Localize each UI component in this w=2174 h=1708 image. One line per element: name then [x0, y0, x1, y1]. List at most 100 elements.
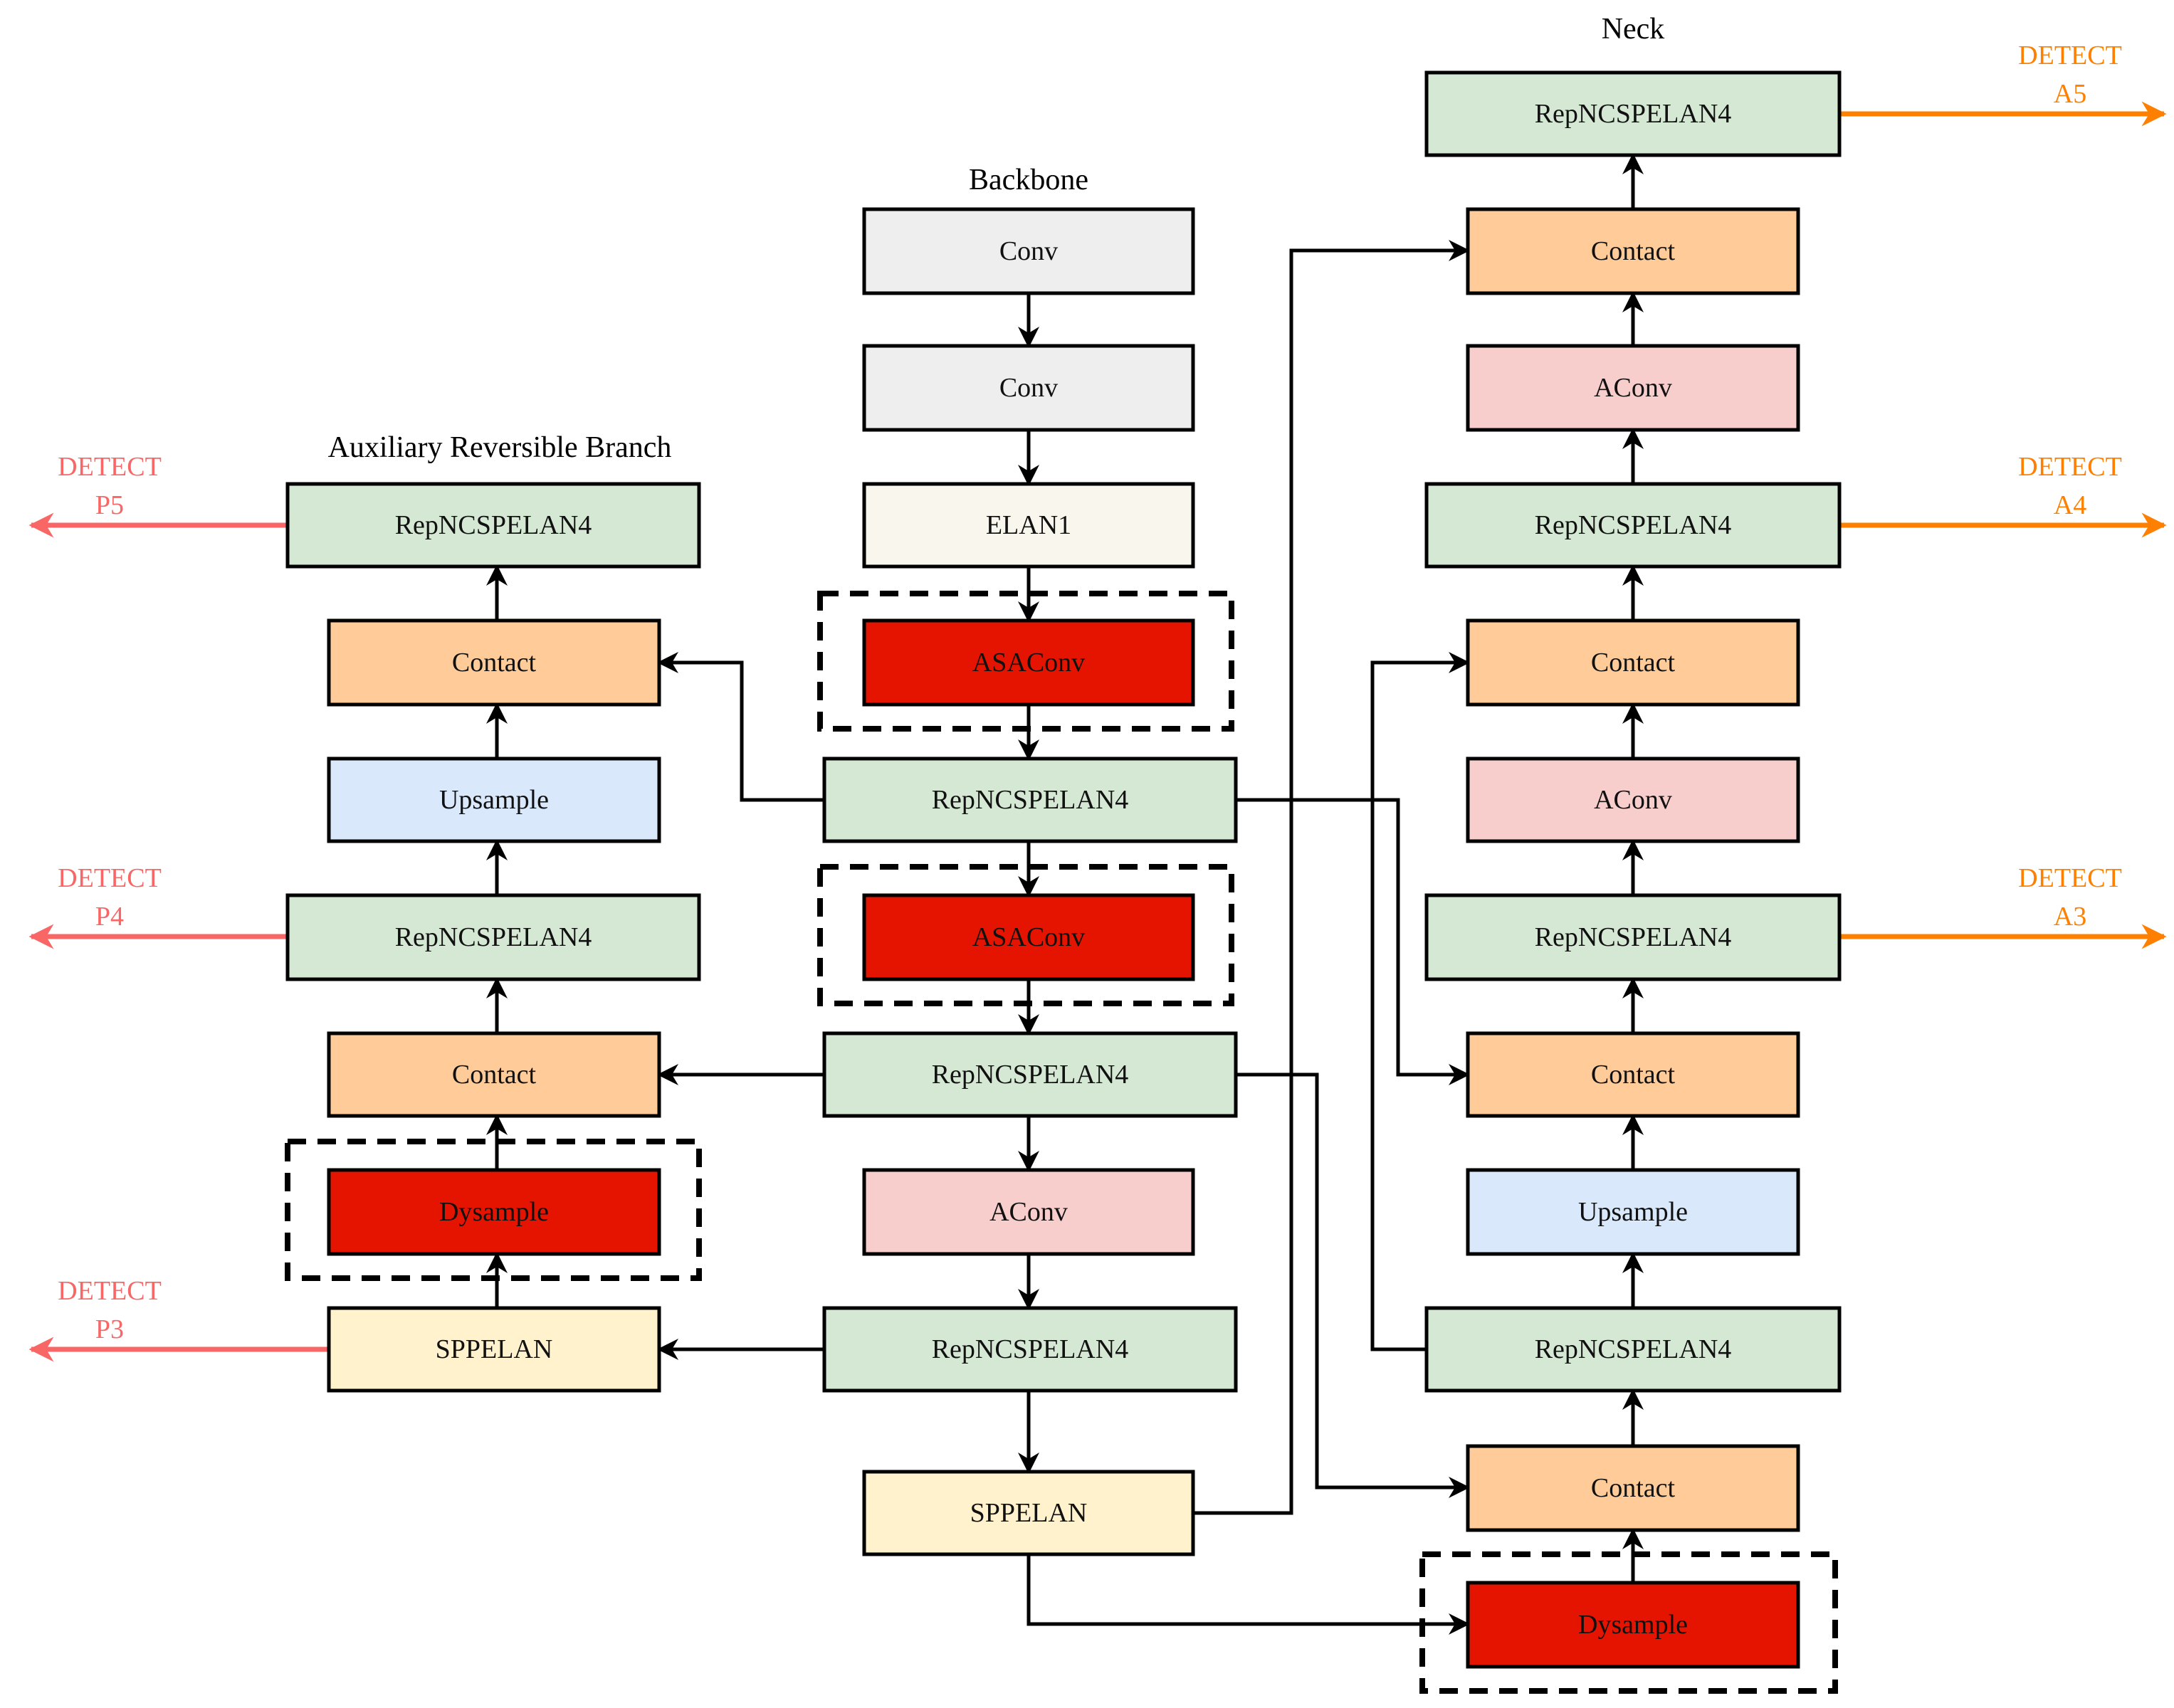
detect-labels: DETECT P5 DETECT P4 DETECT P3 DETECT A5 …: [58, 41, 2122, 1344]
neck-contact-low-block: Contact: [1466, 1444, 1800, 1532]
aux-rep-top-block-label: RepNCSPELAN4: [395, 510, 592, 540]
backbone-rep3-block-label: RepNCSPELAN4: [932, 1334, 1129, 1364]
arrow-sppelan-neck-contact-top: [1193, 240, 1470, 1515]
backbone-elan1-block-label: ELAN1: [986, 510, 1071, 540]
neck-rep-low-block-rect: [1424, 1306, 1842, 1393]
backbone-aconv-block-label: AConv: [989, 1197, 1068, 1227]
aux-sppelan-block-label: SPPELAN: [436, 1334, 553, 1364]
neck-aconv-mid-block-rect: [1466, 757, 1800, 843]
neck-dysample-highlight-frame: [1419, 1551, 1838, 1694]
aux-sppelan-block: SPPELAN: [327, 1306, 661, 1393]
detect-p3-line1: DETECT: [58, 1276, 162, 1306]
neck-rep-low-block: RepNCSPELAN4: [1424, 1306, 1842, 1393]
neck-contact-a4-block-rect: [1466, 618, 1800, 707]
aux-rep-top-block: RepNCSPELAN4: [285, 482, 701, 569]
neck-contact-top-block-rect: [1466, 207, 1800, 295]
neck-rep-top-block-rect: [1424, 70, 1842, 157]
backbone-conv2-block-label: Conv: [999, 373, 1058, 403]
backbone-asaconv2-block-rect: [862, 893, 1195, 981]
backbone-rep2-block: RepNCSPELAN4: [822, 1031, 1238, 1118]
backbone-aconv-block: AConv: [862, 1168, 1195, 1256]
detect-arrows: [28, 101, 2167, 1362]
backbone-asaconv1-block: ASAConv: [862, 618, 1195, 707]
aux-upsample-block: Upsample: [327, 757, 661, 843]
backbone-conv1-block-label: Conv: [999, 236, 1058, 266]
backbone-conv1-block: Conv: [862, 207, 1195, 295]
neck-contact-top-block: Contact: [1466, 207, 1800, 295]
neck-contact-low-block-label: Contact: [1591, 1473, 1676, 1503]
aux-dysample-block: Dysample: [327, 1168, 661, 1256]
arrow-rep1-aux-contact: [657, 652, 824, 802]
neck-rep-top-block: RepNCSPELAN4: [1424, 70, 1842, 157]
aux-dysample-block-label: Dysample: [439, 1197, 549, 1227]
neck-aconv-mid-block-label: AConv: [1594, 785, 1672, 815]
arrow-rep2-neck-contact-low: [1236, 1072, 1470, 1498]
backbone-rep1-block-label: RepNCSPELAN4: [932, 785, 1129, 815]
asaconv1-highlight-frame: [817, 591, 1234, 732]
detect-a4-line2: A4: [2054, 490, 2086, 520]
detect-a4-line1: DETECT: [2018, 452, 2122, 482]
detect-a5-line2: A5: [2054, 79, 2086, 109]
backbone-rep3-block: RepNCSPELAN4: [822, 1306, 1238, 1393]
backbone-elan1-block: ELAN1: [862, 482, 1195, 569]
neck-contact-a3-block-rect: [1466, 1031, 1800, 1118]
detect-p4-line1: DETECT: [58, 863, 162, 893]
aux-dysample-block-rect: [327, 1168, 661, 1256]
detect-a3-line1: DETECT: [2018, 863, 2122, 893]
backbone-asaconv2-block: ASAConv: [862, 893, 1195, 981]
neck-upsample-block-label: Upsample: [1578, 1197, 1688, 1227]
neck-dysample-block: Dysample: [1466, 1581, 1800, 1669]
detect-p3-line2: P3: [95, 1314, 124, 1344]
backbone-sppelan-block: SPPELAN: [862, 1470, 1195, 1556]
neck-rep-a3-block-rect: [1424, 893, 1842, 981]
neck-dysample-block-rect: [1466, 1581, 1800, 1669]
arrow-neck-rep-low-contact-a4: [1370, 652, 1470, 1351]
neck-title: Neck: [1602, 13, 1665, 46]
aux-upsample-block-rect: [327, 757, 661, 843]
highlight-frames: [285, 591, 1838, 1694]
neck-contact-top-block-label: Contact: [1591, 236, 1676, 266]
backbone-rep2-block-label: RepNCSPELAN4: [932, 1060, 1129, 1090]
neck-rep-a4-block: RepNCSPELAN4: [1424, 482, 1842, 569]
neck-aconv-mid-block: AConv: [1466, 757, 1800, 843]
backbone-sppelan-block-label: SPPELAN: [970, 1498, 1088, 1528]
aux-contact-top-block-rect: [327, 618, 661, 707]
backbone-title: Backbone: [969, 164, 1088, 196]
backbone-asaconv1-block-rect: [862, 618, 1195, 707]
backbone-aconv-block-rect: [862, 1168, 1195, 1256]
neck-dysample-block-label: Dysample: [1578, 1610, 1688, 1640]
neck-contact-a3-block-label: Contact: [1591, 1060, 1676, 1090]
aux-contact-top-block: Contact: [327, 618, 661, 707]
aux-contact-top-block-label: Contact: [452, 648, 537, 678]
backbone-rep1-block-rect: [822, 757, 1238, 843]
neck-aconv-top-block: AConv: [1466, 344, 1800, 432]
backbone-rep3-block-rect: [822, 1306, 1238, 1393]
backbone-conv1-block-rect: [862, 207, 1195, 295]
aux-dysample-highlight-frame: [285, 1139, 702, 1281]
aux-contact-mid-block-rect: [327, 1031, 661, 1118]
neck-rep-a3-block: RepNCSPELAN4: [1424, 893, 1842, 981]
blocks: ConvConvELAN1ASAConvRepNCSPELAN4ASAConvR…: [285, 70, 1842, 1669]
neck-aconv-top-block-rect: [1466, 344, 1800, 432]
backbone-rep2-block-rect: [822, 1031, 1238, 1118]
aux-branch-title: Auxiliary Reversible Branch: [328, 431, 672, 464]
arrow-sppelan-neck-dysample: [1026, 1554, 1470, 1635]
arrow-rep1-neck-contact-a3: [1236, 798, 1470, 1085]
backbone-asaconv2-block-label: ASAConv: [972, 922, 1085, 952]
detect-a5-line1: DETECT: [2018, 41, 2122, 70]
aux-sppelan-block-rect: [327, 1306, 661, 1393]
aux-rep-mid-block-label: RepNCSPELAN4: [395, 922, 592, 952]
neck-rep-low-block-label: RepNCSPELAN4: [1535, 1334, 1732, 1364]
detect-p4-line2: P4: [95, 902, 124, 932]
neck-rep-top-block-label: RepNCSPELAN4: [1535, 99, 1732, 129]
aux-rep-mid-block-rect: [285, 893, 701, 981]
neck-contact-a4-block: Contact: [1466, 618, 1800, 707]
neck-upsample-block-rect: [1466, 1168, 1800, 1256]
aux-rep-mid-block: RepNCSPELAN4: [285, 893, 701, 981]
neck-contact-low-block-rect: [1466, 1444, 1800, 1532]
neck-upsample-block: Upsample: [1466, 1168, 1800, 1256]
aux-contact-mid-block-label: Contact: [452, 1060, 537, 1090]
backbone-rep1-block: RepNCSPELAN4: [822, 757, 1238, 843]
backbone-asaconv1-block-label: ASAConv: [972, 648, 1085, 678]
backbone-conv2-block: Conv: [862, 344, 1195, 432]
